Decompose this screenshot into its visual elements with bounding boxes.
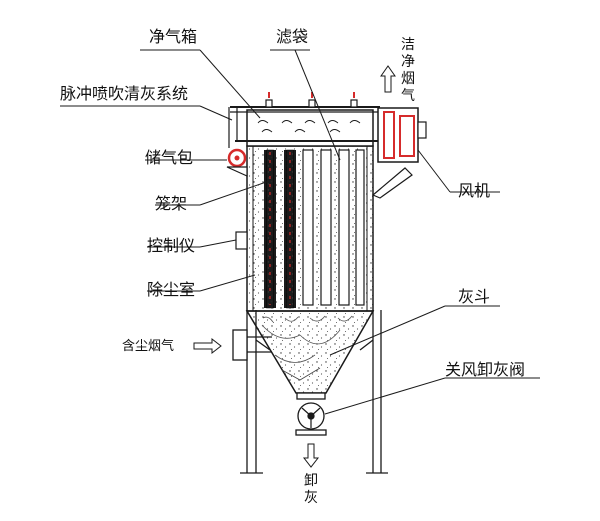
label-filter-bag: 滤袋	[276, 27, 309, 46]
inlet-pipe	[232, 329, 272, 361]
label-dust-chamber: 除尘室	[147, 280, 196, 299]
label-clean-flue-gas: 洁净烟气	[401, 37, 415, 104]
label-controller: 控制仪	[147, 236, 196, 255]
pulse-jet-lines	[269, 152, 291, 305]
label-fan: 风机	[458, 181, 491, 200]
label-rotary-valve: 关风卸灰阀	[445, 360, 526, 379]
inlet-arrow	[193, 337, 222, 355]
label-ash-hopper: 灰斗	[458, 287, 491, 306]
label-clean-gas-box: 净气箱	[149, 27, 198, 46]
air-reservoir-icon	[226, 148, 248, 177]
label-dusty-flue-gas: 含尘烟气	[122, 339, 175, 354]
outlet-arrow	[380, 65, 396, 93]
leader-lines	[60, 49, 540, 415]
clean-gas-box	[235, 109, 380, 147]
ash-hopper-body	[245, 310, 375, 394]
pulse-header	[228, 99, 380, 148]
controller-box	[235, 231, 248, 250]
fan-icon	[371, 107, 427, 199]
label-ash-discharge: 卸灰	[304, 473, 318, 506]
filter-bags	[264, 149, 365, 309]
label-air-reservoir: 储气包	[145, 148, 194, 167]
label-cage-frame: 笼架	[155, 194, 188, 213]
discharge-arrow	[302, 443, 320, 468]
label-pulse-jet-system: 脉冲喷吹清灰系统	[60, 84, 189, 103]
pulse-valves-red	[268, 92, 355, 98]
rotary-valve	[295, 392, 327, 436]
